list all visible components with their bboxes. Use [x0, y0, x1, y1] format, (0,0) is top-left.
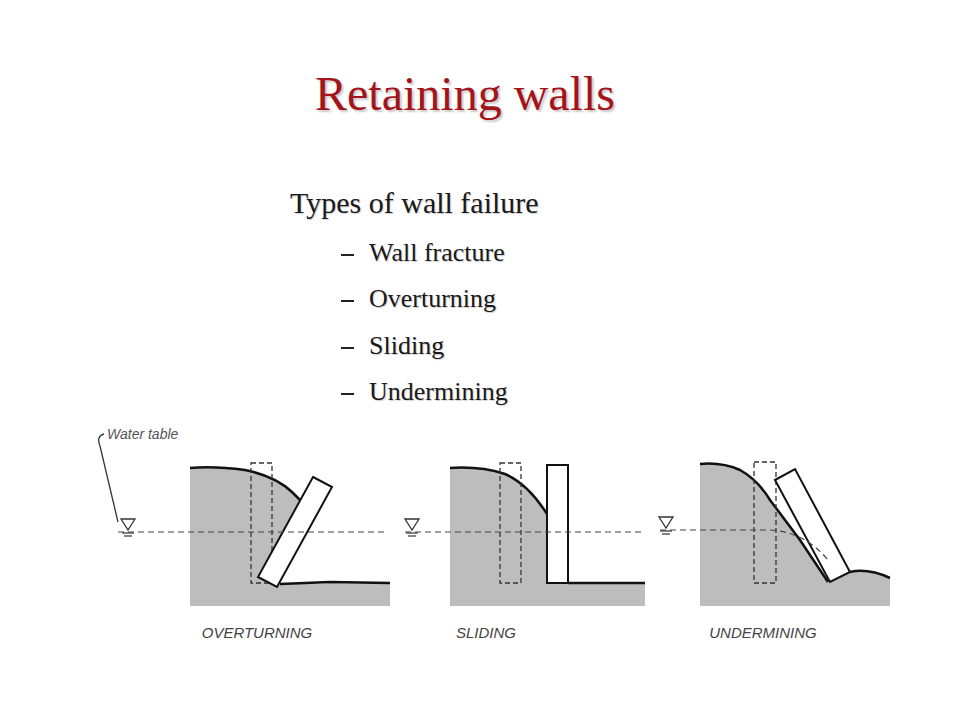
list-item: Wall fracture	[369, 238, 505, 268]
slide-title: Retaining walls	[315, 66, 615, 121]
figure-caption: SLIDING	[456, 624, 516, 641]
overturning-figure	[118, 463, 390, 606]
list-heading: Types of wall failure	[290, 186, 539, 221]
list-item: Undermining	[369, 377, 508, 407]
list-item: Sliding	[369, 331, 444, 361]
undermining-figure	[659, 462, 890, 606]
figure-caption: OVERTURNING	[202, 624, 313, 641]
list-item: Overturning	[369, 284, 496, 314]
sliding-figure	[405, 463, 645, 606]
leader-line	[99, 434, 118, 522]
bullet-dashes	[341, 255, 354, 394]
leader-label: Water table	[107, 426, 178, 442]
figure-caption: UNDERMINING	[709, 624, 817, 641]
